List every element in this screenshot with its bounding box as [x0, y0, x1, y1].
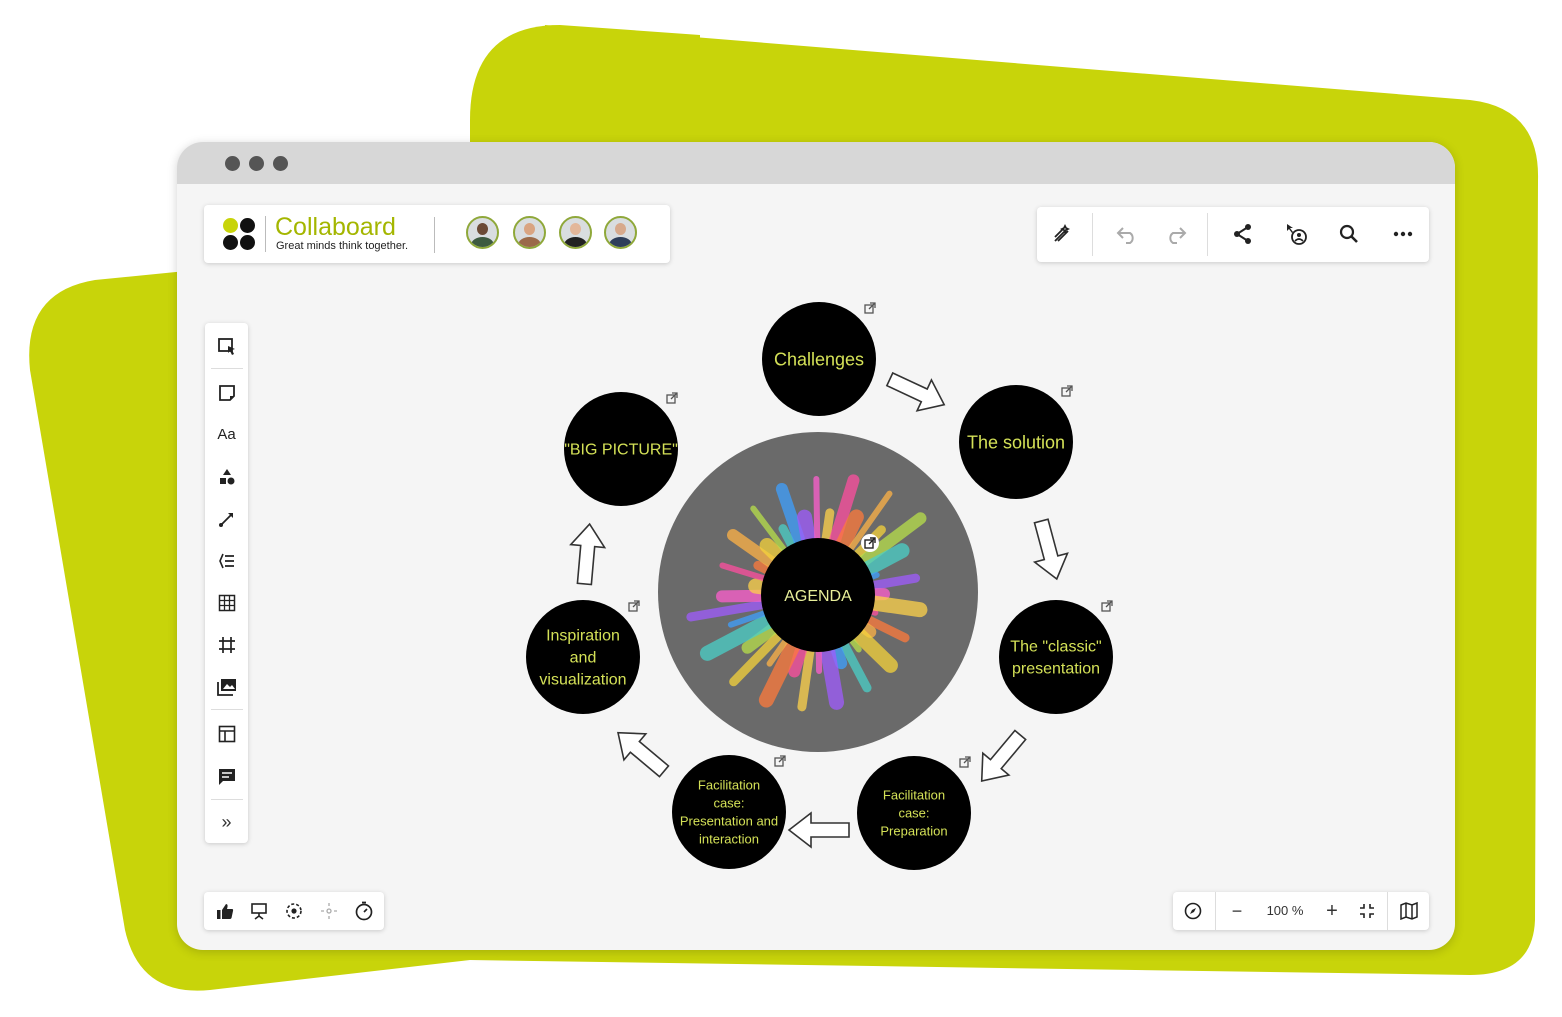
more-icon[interactable]: [1390, 221, 1416, 247]
external-link-icon[interactable]: [628, 600, 640, 612]
external-link-icon[interactable]: [666, 392, 678, 404]
zoom-level[interactable]: 100 %: [1266, 903, 1304, 918]
search-icon[interactable]: [1336, 221, 1362, 247]
node-label: The "classic": [1010, 639, 1101, 656]
collaborator-avatar[interactable]: [604, 216, 637, 249]
toolbar-divider: [1092, 213, 1093, 256]
undo-icon[interactable]: [1114, 221, 1140, 247]
node-label: Facilitation: [883, 788, 945, 803]
node-label: case:: [713, 796, 744, 811]
toolbar-divider: [1387, 892, 1388, 930]
comment-icon[interactable]: [213, 763, 240, 790]
node-label: case:: [898, 806, 929, 821]
external-link-icon[interactable]: [864, 302, 876, 314]
table-icon[interactable]: [213, 589, 240, 616]
zoom-in-button[interactable]: +: [1326, 899, 1338, 922]
redo-icon[interactable]: [1163, 221, 1189, 247]
share-icon[interactable]: [1230, 221, 1256, 247]
spotlight-icon[interactable]: [317, 899, 341, 923]
node-label: Challenges: [774, 349, 864, 369]
shapes-icon[interactable]: [213, 463, 240, 490]
brand-panel: Collaboard Great minds think together.: [204, 205, 670, 263]
brand-divider: [265, 216, 266, 252]
expand-icon[interactable]: »: [221, 812, 232, 832]
node-label: interaction: [699, 832, 759, 847]
media-icon[interactable]: [213, 673, 240, 700]
bottom-left-toolbar: [204, 892, 384, 930]
node-label: Preparation: [880, 824, 947, 839]
collaborator-avatar[interactable]: [466, 216, 499, 249]
node-label: "BIG PICTURE": [564, 442, 678, 459]
map-icon[interactable]: [1397, 899, 1421, 923]
zoom-toolbar: − 100 % +: [1173, 892, 1429, 930]
brand-divider: [434, 217, 435, 253]
window-dot: [249, 156, 264, 171]
external-link-icon[interactable]: [959, 756, 971, 768]
sticky-note-icon[interactable]: [213, 379, 240, 406]
flow-arrow[interactable]: [607, 720, 675, 785]
follow-user-icon[interactable]: [1283, 221, 1309, 247]
compass-icon[interactable]: [1181, 899, 1205, 923]
node-label: Facilitation: [698, 778, 760, 793]
node-label: The solution: [967, 432, 1065, 452]
collaboard-logo: [223, 218, 257, 252]
agenda-node-big-picture[interactable]: "BIG PICTURE": [564, 392, 678, 506]
agenda-node-inspiration-visualization[interactable]: Inspiration and visualization: [526, 600, 640, 714]
sidebar-divider: [211, 709, 243, 710]
fit-to-screen-icon[interactable]: [1355, 899, 1379, 923]
sidebar-divider: [211, 799, 243, 800]
list-icon[interactable]: [213, 547, 240, 574]
agenda-hub[interactable]: AGENDA: [658, 432, 978, 752]
window-dot: [225, 156, 240, 171]
collaborator-avatar[interactable]: [513, 216, 546, 249]
node-label: visualization: [539, 672, 626, 689]
flow-arrows: [567, 364, 1073, 849]
flow-arrow[interactable]: [787, 811, 850, 849]
external-link-icon[interactable]: [1061, 385, 1073, 397]
toolbar-divider: [1215, 892, 1216, 930]
top-toolbar: [1037, 207, 1429, 262]
external-link-icon[interactable]: [1101, 600, 1113, 612]
focus-icon[interactable]: [282, 899, 306, 923]
node-label: Presentation and: [680, 814, 778, 829]
presentation-icon[interactable]: [247, 899, 271, 923]
node-label: and: [570, 650, 597, 667]
window-titlebar: [177, 142, 1455, 184]
flow-arrow[interactable]: [969, 724, 1034, 792]
frame-icon[interactable]: [213, 631, 240, 658]
agenda-label: AGENDA: [784, 588, 852, 605]
agenda-node-facilitation-presentation[interactable]: Facilitation case: Presentation and interac…: [672, 755, 786, 869]
external-link-icon[interactable]: [861, 534, 879, 552]
connector-icon[interactable]: [213, 505, 240, 532]
templates-icon[interactable]: [213, 720, 240, 747]
agenda-node-the-solution[interactable]: The solution: [959, 385, 1073, 499]
external-link-icon[interactable]: [774, 755, 786, 767]
toolbar-divider: [1207, 213, 1208, 256]
like-icon[interactable]: [213, 899, 237, 923]
agenda-node[interactable]: [761, 538, 875, 652]
node-label: Inspiration: [546, 628, 620, 645]
flow-arrow[interactable]: [883, 364, 952, 420]
app-tagline: Great minds think together.: [276, 240, 409, 252]
zoom-out-button[interactable]: −: [1231, 900, 1243, 921]
text-tool-icon[interactable]: Aa: [217, 426, 236, 443]
node-label: presentation: [1012, 661, 1100, 678]
flow-arrow[interactable]: [1025, 517, 1073, 584]
sidebar-divider: [211, 368, 243, 369]
magic-pen-icon[interactable]: [1049, 221, 1075, 247]
agenda-node-facilitation-preparation[interactable]: Facilitation case: Preparation: [857, 756, 971, 870]
window-dot: [273, 156, 288, 171]
agenda-node-classic-presentation[interactable]: The "classic" presentation: [999, 600, 1113, 714]
tool-sidebar: Aa »: [205, 323, 248, 843]
collaborator-avatar[interactable]: [559, 216, 592, 249]
select-frame-icon[interactable]: [213, 332, 240, 359]
flow-arrow[interactable]: [567, 522, 607, 586]
app-name: Collaboard: [275, 213, 396, 241]
agenda-node-challenges[interactable]: Challenges: [762, 302, 876, 416]
timer-icon[interactable]: [352, 899, 376, 923]
